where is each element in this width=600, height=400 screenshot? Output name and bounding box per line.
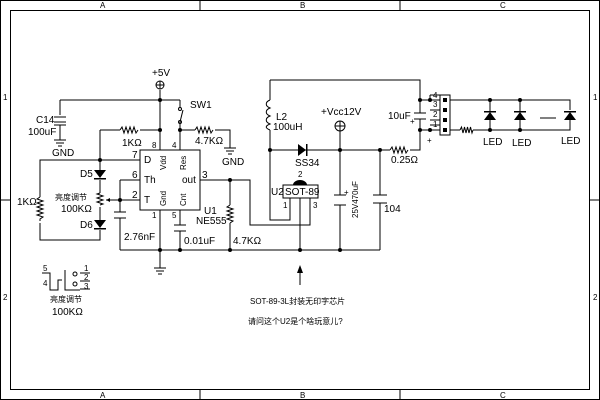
r2-label: 4.7KΩ [195,136,224,147]
ccnt-label: 0.01uF [184,236,215,247]
pot2-name: 亮度调节 [50,294,82,304]
ct-label: 2.76nF [124,232,155,243]
resistors [35,125,474,224]
u1-pin-d: D [144,155,151,166]
c14-value: 100uF [28,127,56,138]
r5-label: 0.25Ω [391,155,418,166]
u1-pin-cnt: Cnt [179,193,188,206]
capacitor-c14 [54,116,66,126]
vcc5-symbol [155,80,165,90]
capacitors [114,112,426,232]
switch-sw1 [178,107,182,124]
u2-part: SOT-89 [285,187,320,198]
col-label-a-bottom: A [100,391,106,400]
row-label-2-right: 2 [593,293,598,302]
gnd-label-c14: GND [52,148,74,159]
u2-pin1: 1 [283,201,288,210]
pot2-pin2: 2 [84,273,89,282]
inductor-l2 [265,99,272,131]
pin8: 8 [152,141,157,150]
cbulk-plus: + [344,188,349,197]
led-symbols [484,111,576,120]
pot2-pin3: 3 [84,282,89,291]
ground-symbols [54,139,236,275]
u1-pin-th: Th [144,175,156,186]
led-label-3: LED [561,136,580,147]
cout-label: 10uF [388,111,411,122]
led-label-1: LED [483,137,502,148]
col-label-c: C [500,1,506,10]
u2-body [282,184,319,199]
d6-label: D6 [80,220,93,231]
conn-pin4: 4 [433,91,438,100]
pot2-symbol [42,270,90,291]
pot2-value: 100KΩ [52,307,83,318]
l2-name: L2 [276,112,288,123]
junctions [98,98,522,252]
annotation-line1: SOT-89-3L封装无印字芯片 [250,296,345,306]
diode-label: SS34 [295,158,320,169]
pot2-pin1: 1 [84,264,89,273]
c104-label: 104 [384,204,401,215]
pin4: 4 [172,141,177,150]
u2-pin3: 3 [313,201,318,210]
cout-plus: + [410,117,415,126]
vcc12-symbol [334,120,346,132]
pot2-pin4: 4 [43,279,48,288]
gnd-label-sw: GND [222,157,244,168]
pot2-pin5: 5 [43,264,48,273]
pin1: 1 [152,211,157,220]
vcc12-label: +Vcc12V [321,107,362,118]
u1-body [139,149,201,211]
conn-pin2: 2 [433,110,438,119]
vcc5-label: +5V [152,68,170,79]
u1-pin-gnd: Gnd [159,191,168,206]
d5-label: D5 [80,169,93,180]
conn-pin3: 3 [433,100,438,109]
col-label-b-bottom: B [300,391,305,400]
annotation-line2: 请问这个U2是个啥玩意儿? [248,316,343,326]
col-label-a: A [100,1,106,10]
u1-part: NE555 [196,216,227,227]
pin6: 6 [132,170,138,181]
r3-label: 1KΩ [17,197,37,208]
conn-plus: + [427,136,432,145]
col-label-c-bottom: C [500,391,506,400]
cbulk-label: 25V470uF [351,181,360,218]
u1-pin-out: out [182,175,196,186]
u1-name: U1 [204,206,217,217]
row-label-1: 1 [3,93,8,102]
connector-pins [443,98,447,132]
u1-pin-vdd: Vdd [159,156,168,170]
u1-pin-res: Res [179,156,188,170]
row-label-1-right: 1 [593,93,598,102]
row-label-2: 2 [3,293,8,302]
u2-pin2: 2 [298,170,303,179]
pin5: 5 [172,211,177,220]
arrow-icon [297,265,303,273]
r1-label: 1KΩ [122,138,142,149]
conn-pin1: 1 [433,120,438,129]
pot-name: 亮度调节 [55,192,87,202]
col-label-b: B [300,1,305,10]
led-label-2: LED [512,138,531,149]
led-connector[interactable] [439,94,451,136]
l2-value: 100uH [273,122,302,133]
diodes [94,144,308,230]
sw1-label: SW1 [190,100,212,111]
pin3: 3 [202,170,208,181]
c14-name: C14 [36,115,55,126]
pin7: 7 [132,150,138,161]
pot-wiper-arrow [106,198,110,202]
u2-name: U2 [271,187,284,198]
u2-tab [293,180,307,185]
pin2: 2 [132,190,138,201]
pot-value: 100KΩ [61,204,92,215]
u1-pin-t: T [144,195,150,206]
r4-label: 4.7KΩ [233,236,262,247]
